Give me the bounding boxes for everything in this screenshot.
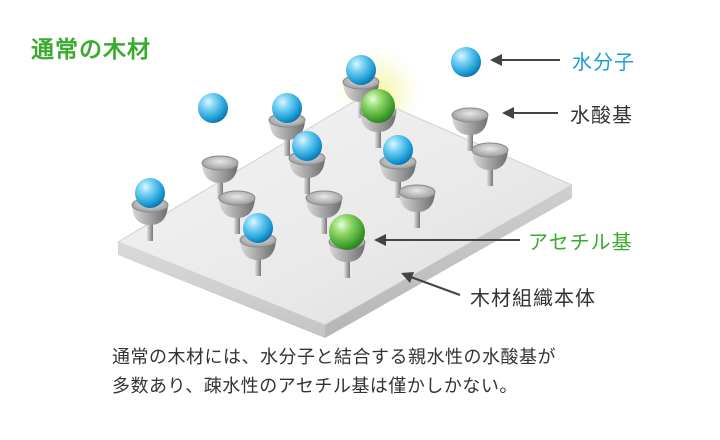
cup-stem [487, 164, 493, 186]
arrow-wood [407, 275, 461, 296]
arrow-wood-head [401, 272, 414, 283]
water-molecule-icon [198, 93, 228, 123]
hydroxyl-cup-icon [471, 142, 509, 186]
wood-plate [116, 94, 574, 338]
caption-line-2: 多数あり、疎水性のアセチル基は僅かしかない。 [112, 376, 518, 397]
cup-stem [147, 219, 153, 241]
water-molecule-icon [383, 135, 413, 165]
water-molecule-icon [346, 55, 376, 85]
cup-rim [201, 155, 239, 171]
cup-stem [304, 172, 310, 194]
label-hydroxyl: 水酸基 [570, 103, 633, 127]
wood-plate-front [118, 242, 325, 338]
arrow-acetyl-head [374, 234, 386, 246]
wood-plate-side [325, 185, 572, 338]
hydroxyl-cup-icon [305, 190, 343, 234]
hydroxyl-cup-icon [218, 190, 256, 234]
cup-stem [467, 129, 473, 151]
cup-stem [358, 96, 364, 118]
cup-stem [414, 206, 420, 228]
caption: 通常の木材には、水分子と結合する親水性の水酸基が 多数あり、疎水性のアセチル基は… [112, 343, 556, 401]
cup-rim [218, 190, 256, 206]
acetyl-group-icon [329, 214, 365, 250]
cup-stem [321, 212, 327, 234]
cup-rim [398, 184, 436, 200]
label-water: 水分子 [572, 50, 635, 74]
cup-stem [255, 254, 261, 276]
diagram-title: 通常の木材 [31, 37, 151, 63]
water-molecule-icon [135, 178, 165, 208]
label-acetyl: アセチル基 [528, 230, 633, 254]
molecule-layer [131, 47, 509, 278]
water-molecule-icon [243, 213, 273, 243]
hydroxyl-cup-icon [451, 107, 489, 151]
caption-line-1: 通常の木材には、水分子と結合する親水性の水酸基が [112, 347, 556, 368]
acetyl-group-icon [361, 89, 395, 123]
water-molecule-icon [272, 93, 302, 123]
cup-stem [217, 177, 223, 199]
hydroxyl-cup-icon [398, 184, 436, 228]
water-molecule-icon [292, 131, 322, 161]
cup-stem [395, 176, 401, 198]
water-molecule-icon [451, 47, 481, 77]
cup-rim [471, 142, 509, 158]
hydroxyl-cup-icon [201, 155, 239, 199]
arrows [374, 54, 560, 296]
cup-stem [284, 134, 290, 156]
arrow-hydroxyl-head [502, 107, 514, 119]
cup-stem [375, 126, 381, 148]
cup-stem [344, 256, 350, 278]
cup-rim [451, 107, 489, 123]
cup-rim [305, 190, 343, 206]
arrow-water-head [490, 54, 502, 66]
cup-stem [234, 212, 240, 234]
label-wood: 木材組織本体 [470, 286, 596, 310]
